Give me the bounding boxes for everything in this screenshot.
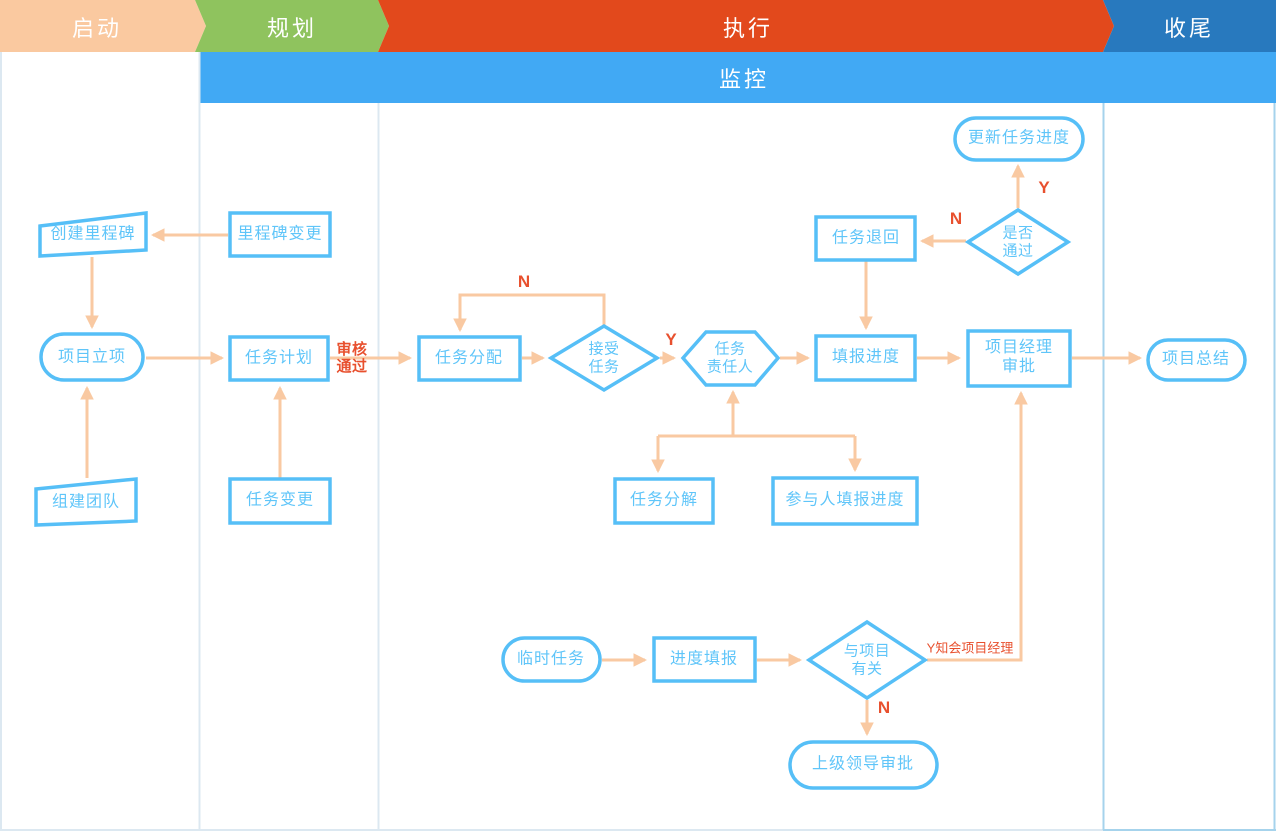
node-task-owner[interactable] xyxy=(680,330,781,387)
label-temp-task: 临时任务 xyxy=(516,650,586,668)
node-accept-task[interactable] xyxy=(547,323,661,393)
phase-label-zhixing: 执行 xyxy=(722,16,774,41)
node-task-plan[interactable] xyxy=(228,335,330,382)
phase-label-qidong: 启动 xyxy=(71,16,123,41)
label-accept-task: 接受 任务 xyxy=(588,340,620,375)
label-leader-approval: 上级领导审批 xyxy=(811,755,915,773)
node-task-return[interactable] xyxy=(814,215,917,262)
edge-accepttask-n-loop xyxy=(453,293,606,333)
label-project-initiation: 项目立项 xyxy=(57,348,127,366)
phase-banner-guihua xyxy=(195,0,389,52)
node-build-team[interactable] xyxy=(34,477,138,527)
label-pm-approval: 项目经理 审批 xyxy=(984,339,1054,375)
node-task-decompose[interactable] xyxy=(613,477,715,525)
edge-label-y-notify-pm: Y知会项目经理 xyxy=(926,640,1014,656)
label-progress-report: 进度填报 xyxy=(669,650,739,668)
node-participant-progress[interactable] xyxy=(771,476,919,526)
edge-label-y-accept: Y xyxy=(665,330,677,350)
phase-label-shouwei: 收尾 xyxy=(1163,16,1215,41)
label-task-return: 任务退回 xyxy=(831,229,901,247)
node-project-initiation[interactable] xyxy=(39,332,145,382)
edge-projectrelated-y-pmapproval xyxy=(927,390,1028,662)
monitor-bar xyxy=(199,52,1276,103)
edge-label-y-pass: Y xyxy=(1038,178,1050,198)
label-project-related: 与项目 有关 xyxy=(843,642,891,677)
edge-label-n-accept: N xyxy=(517,272,531,292)
node-pass-or-not[interactable] xyxy=(964,207,1072,277)
phase-banner-shouwei xyxy=(1103,0,1276,52)
node-project-related[interactable] xyxy=(805,619,929,701)
node-progress-report[interactable] xyxy=(652,636,757,683)
label-task-decompose: 任务分解 xyxy=(629,491,699,509)
node-project-summary[interactable] xyxy=(1146,338,1247,382)
label-task-assign: 任务分配 xyxy=(434,349,504,367)
label-fill-progress: 填报进度 xyxy=(831,348,901,366)
node-leader-approval[interactable] xyxy=(788,740,939,790)
label-build-team: 组建团队 xyxy=(51,493,121,511)
phase-banner-zhixing xyxy=(378,0,1114,52)
node-milestone-change[interactable] xyxy=(228,211,332,258)
label-task-plan: 任务计划 xyxy=(244,349,314,367)
label-task-owner: 任务 责任人 xyxy=(706,340,754,375)
label-pass-or-not: 是否 通过 xyxy=(1002,224,1034,259)
node-task-assign[interactable] xyxy=(417,335,522,382)
label-participant-progress: 参与人填报进度 xyxy=(785,491,905,509)
phase-banner-qidong xyxy=(0,0,206,52)
edge-label-n-related: N xyxy=(877,698,891,718)
node-update-task-progress[interactable] xyxy=(953,116,1085,162)
node-temp-task[interactable] xyxy=(501,636,602,683)
edge-label-n-pass: N xyxy=(949,209,963,229)
node-pm-approval[interactable] xyxy=(966,329,1072,388)
node-create-milestone[interactable] xyxy=(38,211,148,258)
label-update-task-progress: 更新任务进度 xyxy=(967,129,1071,147)
monitor-label: 监控 xyxy=(718,67,770,92)
phase-label-guihua: 规划 xyxy=(266,16,318,41)
label-project-summary: 项目总结 xyxy=(1161,350,1231,368)
label-create-milestone: 创建里程碑 xyxy=(50,225,136,243)
node-fill-progress[interactable] xyxy=(814,334,917,382)
node-task-change[interactable] xyxy=(228,477,332,525)
label-task-change: 任务变更 xyxy=(245,491,315,509)
label-milestone-change: 里程碑变更 xyxy=(237,225,323,243)
edge-label-review-pass: 审核 通过 xyxy=(336,340,368,375)
